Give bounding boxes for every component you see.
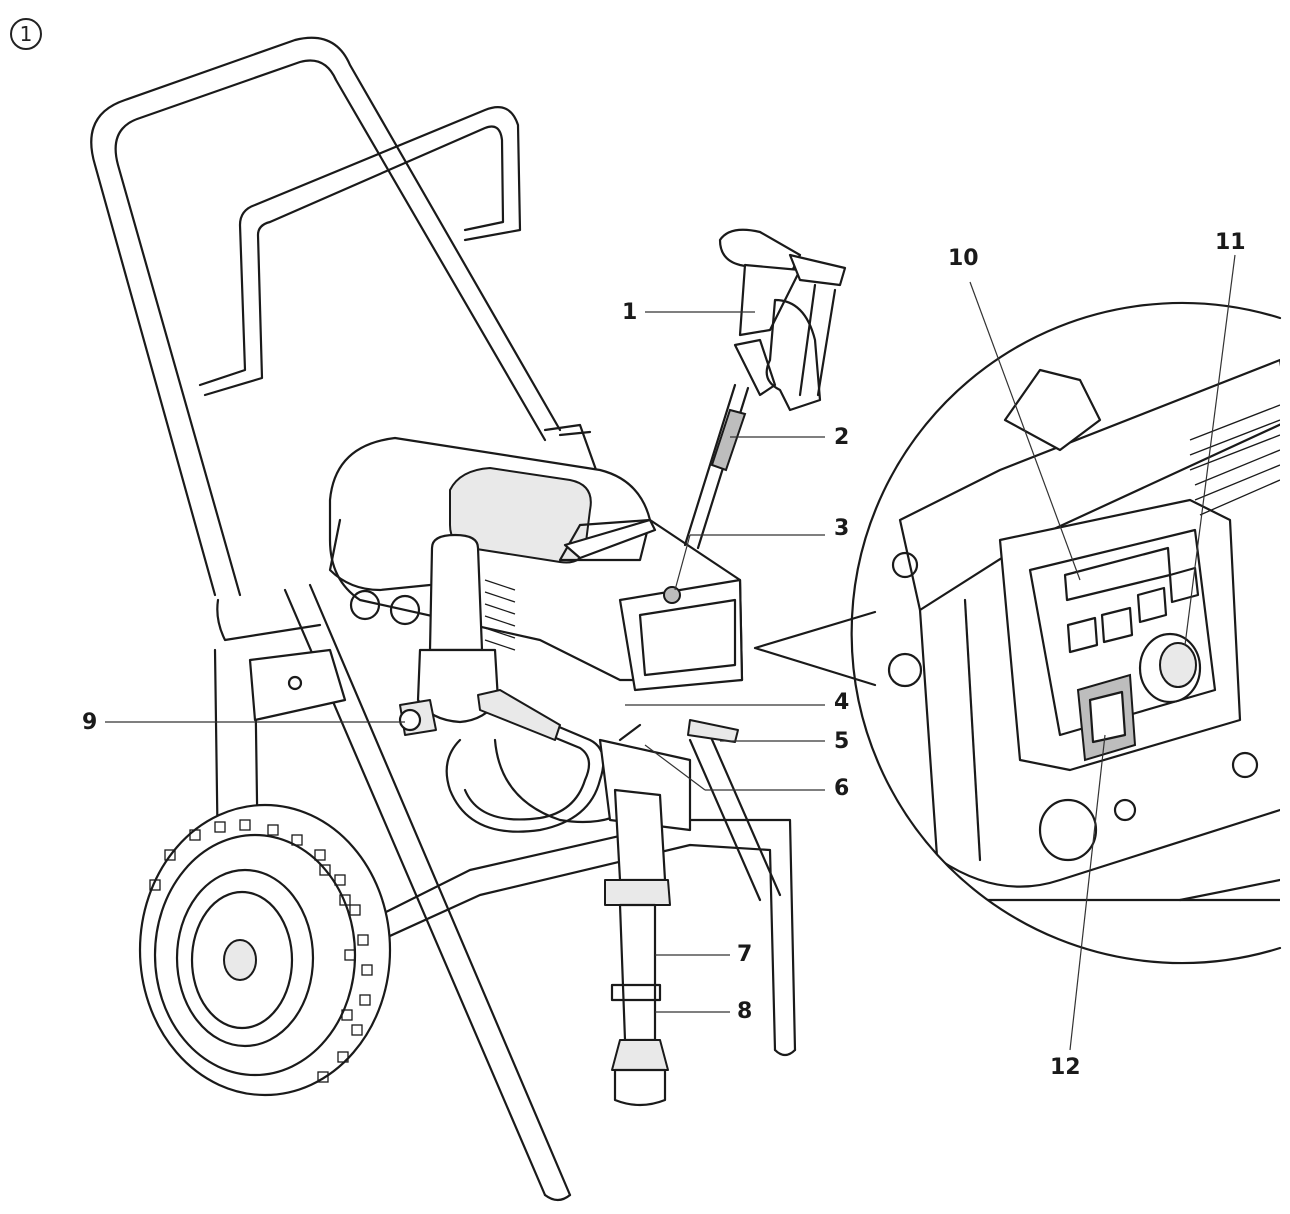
callout-9: 9 bbox=[82, 710, 98, 735]
cart-handle-rear bbox=[90, 36, 562, 597]
callout-2: 2 bbox=[834, 425, 850, 450]
callout-7: 7 bbox=[737, 942, 753, 967]
filter-column bbox=[398, 533, 500, 736]
callout-6: 6 bbox=[834, 776, 850, 801]
outlet-manifold bbox=[477, 689, 561, 741]
callout-10: 10 bbox=[948, 246, 979, 271]
callout-5: 5 bbox=[834, 729, 850, 754]
mounting-plate bbox=[248, 648, 347, 722]
callout-8: 8 bbox=[737, 999, 753, 1024]
leader-lines bbox=[105, 254, 1236, 1051]
spray-gun bbox=[683, 228, 847, 550]
control-panel-detail bbox=[850, 301, 1282, 965]
wheel bbox=[138, 803, 392, 1097]
callout-1: 1 bbox=[622, 300, 638, 325]
motor-housing bbox=[328, 436, 744, 692]
zoom-pointer bbox=[753, 610, 877, 687]
pump-lower bbox=[598, 719, 739, 1107]
callout-11: 11 bbox=[1215, 230, 1246, 255]
callout-12: 12 bbox=[1050, 1055, 1081, 1080]
callout-3: 3 bbox=[834, 516, 850, 541]
callout-4: 4 bbox=[834, 690, 850, 715]
figure-number: 1 bbox=[10, 18, 42, 50]
